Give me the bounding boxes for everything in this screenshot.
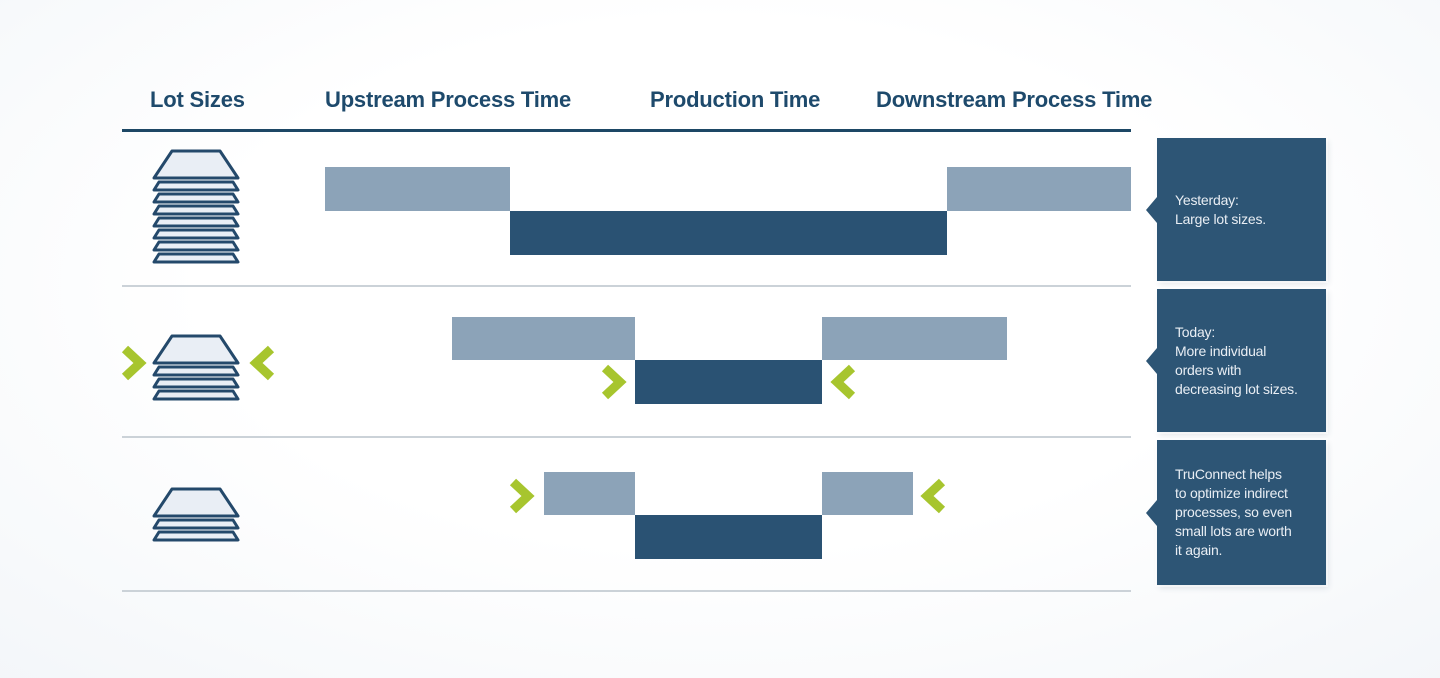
yesterday-downstream-bar bbox=[947, 167, 1131, 211]
column-header-production-time: Production Time bbox=[650, 87, 821, 112]
callout-today: Today: More individual orders with decre… bbox=[1157, 289, 1326, 432]
lot-stack-icon-yesterday bbox=[151, 149, 241, 264]
today-production-bar bbox=[635, 360, 822, 404]
column-header-lot-sizes: Lot Sizes bbox=[150, 87, 245, 112]
column-header-downstream-process-time: Downstream Process Time bbox=[876, 87, 1153, 112]
today-downstream-bar bbox=[822, 317, 1007, 360]
chevron-left-icon bbox=[249, 344, 277, 382]
lot-stack-icon-truconnect bbox=[151, 487, 241, 542]
header-rule bbox=[122, 129, 1131, 132]
today-upstream-bar bbox=[452, 317, 635, 360]
chevron-right-icon bbox=[599, 363, 627, 401]
chevron-right-icon bbox=[507, 477, 535, 515]
callout-yesterday: Yesterday: Large lot sizes. bbox=[1157, 138, 1326, 281]
lot-stack-icon-today bbox=[151, 334, 241, 401]
truconnect-upstream-bar bbox=[544, 472, 635, 515]
callout-today-text: Today: More individual orders with decre… bbox=[1175, 323, 1298, 397]
chevron-right-icon bbox=[119, 344, 147, 382]
row-separator bbox=[122, 436, 1131, 438]
chevron-left-icon bbox=[920, 477, 948, 515]
column-header-upstream-process-time: Upstream Process Time bbox=[325, 87, 572, 112]
yesterday-production-bar bbox=[510, 211, 947, 255]
chevron-left-icon bbox=[830, 363, 858, 401]
row-separator bbox=[122, 285, 1131, 287]
truconnect-downstream-bar bbox=[822, 472, 913, 515]
callout-truconnect: TruConnect helps to optimize indirect pr… bbox=[1157, 440, 1326, 585]
callout-truconnect-text: TruConnect helps to optimize indirect pr… bbox=[1175, 466, 1293, 558]
yesterday-upstream-bar bbox=[325, 167, 510, 211]
callout-yesterday-text: Yesterday: Large lot sizes. bbox=[1175, 191, 1266, 227]
truconnect-production-bar bbox=[635, 515, 822, 559]
row-separator bbox=[122, 590, 1131, 592]
